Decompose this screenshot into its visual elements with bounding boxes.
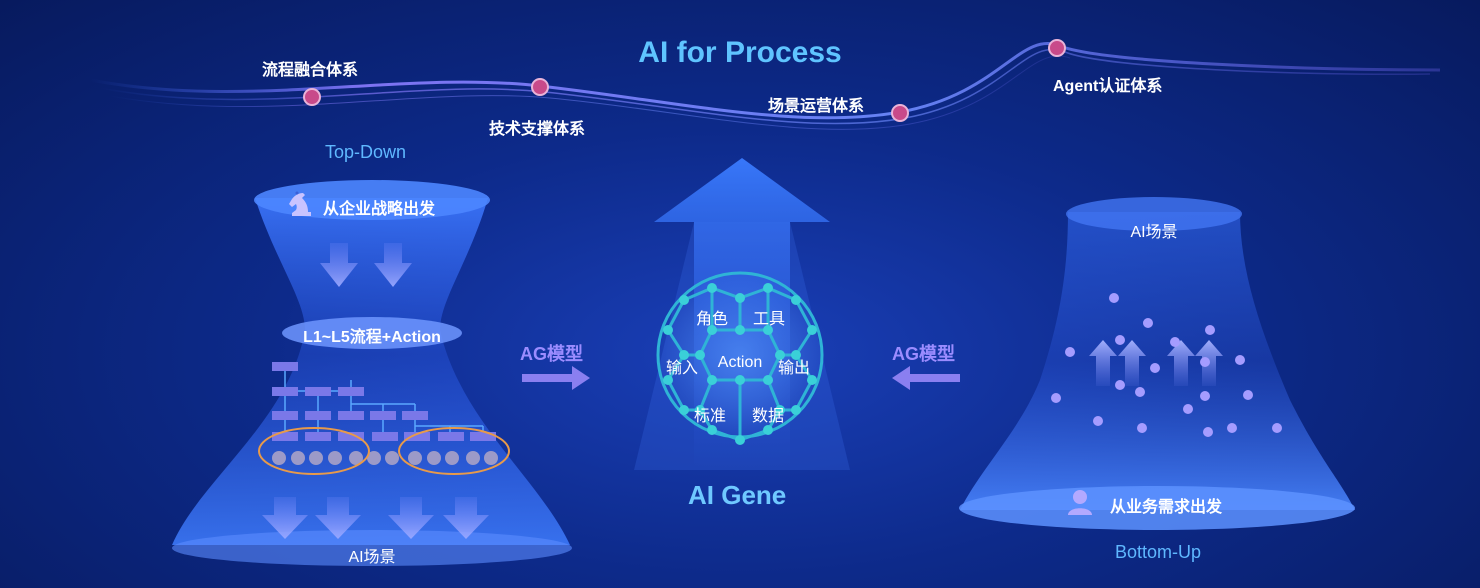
timeline-node: [891, 104, 909, 122]
right-dots: [1051, 293, 1282, 437]
left-mid-label: L1~L5流程+Action: [303, 329, 441, 346]
left-down-arrows: [262, 243, 489, 539]
process-flow-diagram: [258, 362, 510, 475]
timeline-label-process-integration: 流程融合体系: [262, 62, 359, 79]
timeline-label-scene-operation: 场景运营体系: [768, 98, 865, 115]
left-ag-label: AG模型: [520, 344, 583, 364]
left-top-label: 从企业战略出发: [323, 201, 436, 218]
chess-knight-icon: [287, 191, 311, 216]
page-title: AI for Process: [638, 36, 842, 69]
top-down-label: Top-Down: [325, 142, 407, 162]
right-up-arrows: [1089, 340, 1223, 386]
timeline-label-tech-support: 技术支撑体系: [489, 121, 586, 138]
bottom-up-label: Bottom-Up: [1115, 542, 1202, 562]
timeline-label-agent-cert: Agent认证体系: [1053, 78, 1163, 95]
left-ag-arrow: [522, 366, 590, 390]
right-ag-arrow: [892, 366, 960, 390]
timeline-node: [303, 88, 321, 106]
right-bottom-label: 从业务需求出发: [1110, 499, 1223, 516]
gene-network-sphere: [656, 271, 824, 445]
timeline-node: [1048, 39, 1066, 57]
ai-gene-label: AI Gene: [688, 480, 787, 510]
right-cone: [959, 197, 1355, 530]
cell-role: 角色: [695, 311, 728, 328]
left-bottom-label: AI场景: [348, 549, 396, 566]
left-cone: [172, 180, 572, 566]
timeline-node: [531, 78, 549, 96]
cell-data: 数据: [751, 408, 784, 425]
cell-tool: 工具: [752, 311, 785, 328]
cell-output: 输出: [777, 360, 810, 377]
right-ag-label: AG模型: [892, 344, 955, 364]
cell-input: 输入: [665, 360, 698, 377]
cell-standard: 标准: [693, 408, 726, 425]
right-top-label: AI场景: [1130, 224, 1178, 241]
cell-action: Action: [717, 354, 763, 371]
user-icon: [1068, 490, 1092, 515]
